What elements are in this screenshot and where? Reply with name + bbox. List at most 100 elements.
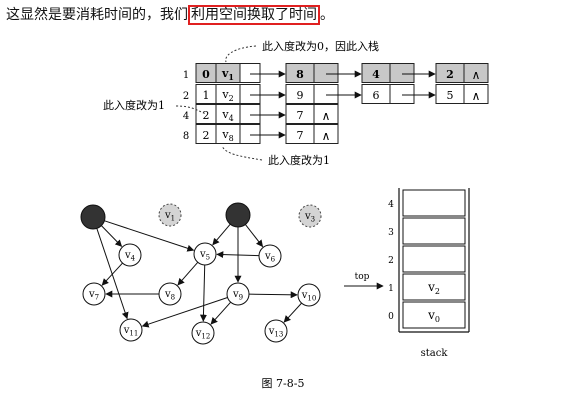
node-v12: v12 xyxy=(191,321,215,345)
vertex-label: v1 xyxy=(221,67,234,82)
slot-box xyxy=(402,273,466,301)
firstedge-cell xyxy=(239,124,261,144)
node-label: v3 xyxy=(304,211,315,224)
node-label: v4 xyxy=(124,250,136,263)
slot-box xyxy=(402,301,466,329)
highlighted-phrase: 利用空间换取了时间 xyxy=(188,5,320,25)
adjvex-value: 9 xyxy=(297,89,304,102)
next-cell xyxy=(389,84,415,104)
stack-slot-3: 3 xyxy=(388,217,466,245)
node-v2 xyxy=(225,202,251,228)
node-circle xyxy=(191,321,215,345)
slot-box xyxy=(402,245,466,273)
indegree-value: 2 xyxy=(203,129,210,142)
slot-box xyxy=(402,217,466,245)
top-label: top xyxy=(355,272,370,282)
intro-text: 这显然是要消耗时间的，我们利用空间换取了时间。 xyxy=(6,4,334,25)
adjacency-row-v2: 2 1 v2 9 6 5 ∧ xyxy=(183,84,489,104)
node-v8: v8 xyxy=(158,282,182,306)
stack-slot-4: 4 xyxy=(388,189,466,217)
node-circle xyxy=(119,318,143,342)
stack-slot-0: 0 v0 xyxy=(388,301,466,329)
note-left-leader xyxy=(175,105,207,115)
slot-value: v2 xyxy=(427,280,440,296)
node-circle xyxy=(258,244,282,268)
node-circle xyxy=(193,242,217,266)
row-index: 8 xyxy=(183,131,189,142)
null-symbol: ∧ xyxy=(322,129,331,143)
indegree-value: 1 xyxy=(203,89,210,102)
note-bottom: 此入度改为1 xyxy=(268,153,330,167)
node-v5: v5 xyxy=(193,242,217,266)
node-circle xyxy=(264,319,288,343)
graph: v1 v3 v4 v5 v6 v7 v8 v9 v10 v11 v12 v13 xyxy=(80,202,322,345)
note-left: 此入度改为1 xyxy=(103,98,165,112)
node-v7: v7 xyxy=(82,282,106,306)
node-v10: v10 xyxy=(297,283,321,307)
node-circle xyxy=(82,282,106,306)
null-symbol: ∧ xyxy=(472,68,481,82)
edge-v5-v12 xyxy=(199,264,207,322)
slot-index: 1 xyxy=(388,284,394,294)
vertex-label: v4 xyxy=(221,108,233,123)
slot-index: 4 xyxy=(388,200,394,210)
node-label: v1 xyxy=(164,210,175,223)
next-cell xyxy=(313,124,339,144)
slot-box xyxy=(402,189,466,217)
stack: 4 3 2 1 v2 0 v0 top stack xyxy=(344,188,470,359)
node-label: v6 xyxy=(264,251,276,264)
node-circle xyxy=(226,282,250,306)
edge-v9-v10 xyxy=(248,291,298,299)
node-v13: v13 xyxy=(264,319,288,343)
node-v4: v4 xyxy=(118,243,142,267)
node-label: v13 xyxy=(268,326,284,339)
edge-v6-v5 xyxy=(216,251,260,259)
node-label: v7 xyxy=(88,289,99,302)
node-label: v12 xyxy=(195,328,211,341)
node-v3: v3 xyxy=(298,204,322,228)
node-circle xyxy=(158,203,182,227)
edges xyxy=(96,219,302,328)
node-circle xyxy=(298,204,322,228)
edge-v4-v7 xyxy=(101,262,123,286)
stack-slot-2: 2 xyxy=(388,245,466,273)
row-index: 1 xyxy=(183,70,189,81)
adjvex-value: 4 xyxy=(372,68,380,81)
node-label: v11 xyxy=(123,325,139,338)
vertex-label: v2 xyxy=(221,88,233,103)
note-bottom-leader xyxy=(221,145,263,161)
edge-v9-v12 xyxy=(210,301,232,325)
row-index: 2 xyxy=(183,91,189,102)
next-cell xyxy=(313,84,339,104)
node-circle xyxy=(118,243,142,267)
slot-index: 0 xyxy=(388,312,394,322)
null-symbol: ∧ xyxy=(472,89,481,103)
next-cell xyxy=(463,63,489,83)
slot-index: 3 xyxy=(388,228,394,238)
adjvex-value: 5 xyxy=(447,89,454,102)
figure-caption: 图 7-8-5 xyxy=(262,377,305,390)
intro-after: 。 xyxy=(320,7,334,23)
edge-v0-v4 xyxy=(100,224,123,247)
node-circle xyxy=(158,282,182,306)
adjvex-value: 6 xyxy=(373,89,380,102)
stack-slot-1: 1 v2 xyxy=(388,273,466,301)
stack-caption: stack xyxy=(421,348,449,359)
node-circle xyxy=(80,204,106,230)
note-top: 此入度改为0，因此入栈 xyxy=(262,39,379,53)
slot-index: 2 xyxy=(388,256,394,266)
node-label: v9 xyxy=(232,289,243,302)
next-cell xyxy=(313,63,339,83)
firstedge-cell xyxy=(239,104,261,124)
node-label: v10 xyxy=(301,290,317,303)
edge-v10-v13 xyxy=(283,302,302,323)
node-circle xyxy=(225,202,251,228)
firstedge-cell xyxy=(239,84,261,104)
vertex-label: v8 xyxy=(221,128,233,143)
slot-value: v0 xyxy=(427,308,440,324)
edge-v0-v11 xyxy=(96,227,129,320)
